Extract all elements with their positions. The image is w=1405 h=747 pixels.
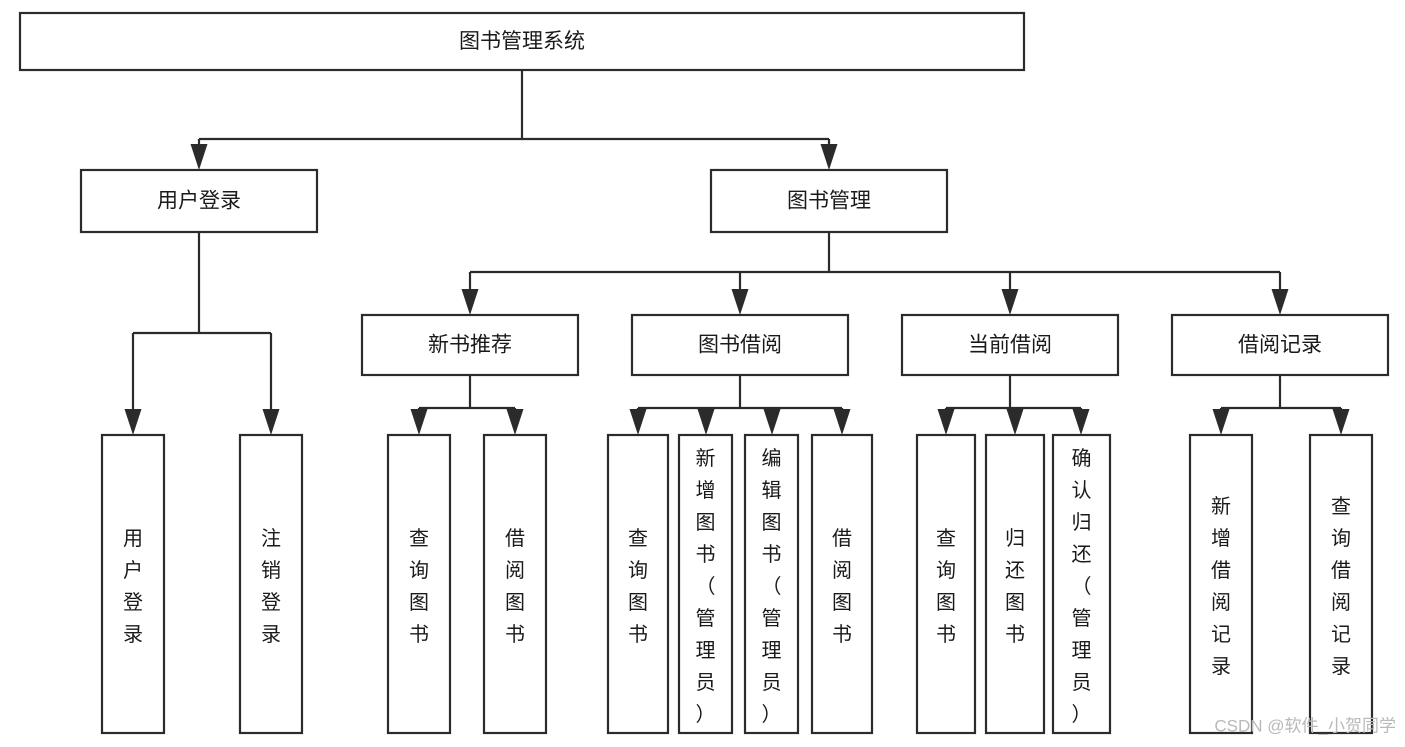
node-box-leaf-add-borrow-record[interactable] xyxy=(1188,433,1254,735)
node-leaf-query-book-recommend[interactable]: 查询图书 xyxy=(386,433,452,735)
node-leaf-add-book[interactable]: 新增图书（管理员） xyxy=(677,433,734,735)
node-box-book-manage[interactable] xyxy=(709,168,949,234)
node-label-current-borrow: 当前借阅 xyxy=(968,334,1052,357)
connector-bus-root xyxy=(199,70,829,141)
node-leaf-add-borrow-record[interactable]: 新增借阅记录 xyxy=(1188,433,1254,735)
node-label-leaf-query-book-recommend: 查询图书 xyxy=(409,527,429,646)
node-label-user-login: 用户登录 xyxy=(157,190,241,213)
node-box-leaf-confirm-return[interactable] xyxy=(1051,433,1112,735)
node-leaf-return-book[interactable]: 归还图书 xyxy=(984,433,1046,735)
arrow-leaf-borrow-book xyxy=(833,408,851,435)
node-label-leaf-confirm-return: 确认归还（管理员） xyxy=(1072,447,1092,726)
node-box-leaf-query-borrow-record[interactable] xyxy=(1308,433,1374,735)
node-box-new-book-recommend[interactable] xyxy=(360,313,580,377)
node-label-leaf-borrow-book: 借阅图书 xyxy=(832,527,852,646)
node-label-book-manage: 图书管理 xyxy=(787,190,871,213)
arrow-leaf-query-borrow-record xyxy=(1332,408,1350,435)
node-leaf-confirm-return[interactable]: 确认归还（管理员） xyxy=(1051,433,1112,735)
arrow-leaf-confirm-return xyxy=(1072,408,1090,435)
node-user-login[interactable]: 用户登录 xyxy=(79,168,319,234)
node-label-root: 图书管理系统 xyxy=(459,30,585,53)
arrow-leaf-borrow-book-recommend xyxy=(506,408,524,435)
node-box-leaf-borrow-book-recommend[interactable] xyxy=(482,433,548,735)
node-root[interactable]: 图书管理系统 xyxy=(18,11,1026,72)
connector-bus-borrow-record xyxy=(1221,375,1341,410)
arrow-leaf-return-book xyxy=(1006,408,1024,435)
node-label-leaf-add-book: 新增图书（管理员） xyxy=(696,447,716,726)
connector-bus-user-login xyxy=(133,232,271,335)
connector-bus-book-manage xyxy=(470,232,1280,274)
node-label-leaf-logout-login: 注销登录 xyxy=(261,527,281,646)
node-box-leaf-query-book-recommend[interactable] xyxy=(386,433,452,735)
node-box-leaf-return-book[interactable] xyxy=(984,433,1046,735)
node-book-manage[interactable]: 图书管理 xyxy=(709,168,949,234)
connector-bus-new-book xyxy=(419,375,515,410)
connector-bus-book-borrow xyxy=(638,375,842,410)
node-box-leaf-query-book-borrow[interactable] xyxy=(606,433,670,735)
node-current-borrow[interactable]: 当前借阅 xyxy=(900,313,1120,377)
node-leaf-query-book-borrow[interactable]: 查询图书 xyxy=(606,433,670,735)
arrow-leaf-add-book xyxy=(697,408,715,435)
node-label-leaf-query-book-current: 查询图书 xyxy=(936,527,956,646)
node-box-leaf-user-login[interactable] xyxy=(100,433,166,735)
node-leaf-logout-login[interactable]: 注销登录 xyxy=(238,433,304,735)
node-leaf-query-borrow-record[interactable]: 查询借阅记录 xyxy=(1308,433,1374,735)
node-borrow-record[interactable]: 借阅记录 xyxy=(1170,313,1390,377)
arrow-heads-layer xyxy=(124,139,1350,435)
node-label-leaf-user-login: 用户登录 xyxy=(123,528,143,646)
node-label-book-borrow: 图书借阅 xyxy=(698,334,782,357)
node-leaf-borrow-book-recommend[interactable]: 借阅图书 xyxy=(482,433,548,735)
node-box-leaf-borrow-book[interactable] xyxy=(810,433,874,735)
arrow-book-borrow xyxy=(731,272,749,315)
node-leaf-query-book-current[interactable]: 查询图书 xyxy=(915,433,977,735)
csdn-watermark: CSDN @软件_小贺同学 xyxy=(1214,716,1396,735)
node-leaf-borrow-book[interactable]: 借阅图书 xyxy=(810,433,874,735)
node-leaf-edit-book[interactable]: 编辑图书（管理员） xyxy=(743,433,800,735)
arrow-leaf-query-book-borrow xyxy=(629,408,647,435)
arrow-leaf-logout-login xyxy=(262,333,280,435)
node-box-leaf-add-book[interactable] xyxy=(677,433,734,735)
node-box-borrow-record[interactable] xyxy=(1170,313,1390,377)
node-label-leaf-edit-book: 编辑图书（管理员） xyxy=(762,447,782,726)
node-book-borrow[interactable]: 图书借阅 xyxy=(630,313,850,377)
arrow-user-login xyxy=(190,139,208,170)
arrow-current-borrow xyxy=(1001,272,1019,315)
node-box-leaf-edit-book[interactable] xyxy=(743,433,800,735)
arrow-book-manage xyxy=(820,139,838,170)
node-box-user-login[interactable] xyxy=(79,168,319,234)
node-box-book-borrow[interactable] xyxy=(630,313,850,377)
node-box-leaf-query-book-current[interactable] xyxy=(915,433,977,735)
arrow-leaf-query-book-recommend xyxy=(410,408,428,435)
connectors-layer xyxy=(133,70,1341,410)
arrow-borrow-record xyxy=(1271,272,1289,315)
node-new-book-recommend[interactable]: 新书推荐 xyxy=(360,313,580,377)
node-box-leaf-logout-login[interactable] xyxy=(238,433,304,735)
node-label-leaf-add-borrow-record: 新增借阅记录 xyxy=(1211,495,1231,678)
node-label-leaf-query-book-borrow: 查询图书 xyxy=(628,527,648,646)
arrow-leaf-query-book-current xyxy=(937,408,955,435)
arrow-leaf-add-borrow-record xyxy=(1212,408,1230,435)
arrow-leaf-user-login xyxy=(124,333,142,435)
node-label-borrow-record: 借阅记录 xyxy=(1238,334,1322,357)
node-box-root[interactable] xyxy=(18,11,1026,72)
node-leaf-user-login[interactable]: 用户登录 xyxy=(100,433,166,735)
node-label-leaf-return-book: 归还图书 xyxy=(1005,527,1025,646)
connector-bus-current-borrow xyxy=(946,375,1081,410)
nodes-layer: 图书管理系统用户登录图书管理新书推荐图书借阅当前借阅借阅记录用户登录注销登录查询… xyxy=(18,11,1390,735)
arrow-new-book-recommend xyxy=(461,272,479,315)
node-label-leaf-query-borrow-record: 查询借阅记录 xyxy=(1331,495,1351,678)
arrow-leaf-edit-book xyxy=(763,408,781,435)
node-label-leaf-borrow-book-recommend: 借阅图书 xyxy=(505,527,525,646)
node-label-new-book-recommend: 新书推荐 xyxy=(428,334,512,357)
node-box-current-borrow[interactable] xyxy=(900,313,1120,377)
